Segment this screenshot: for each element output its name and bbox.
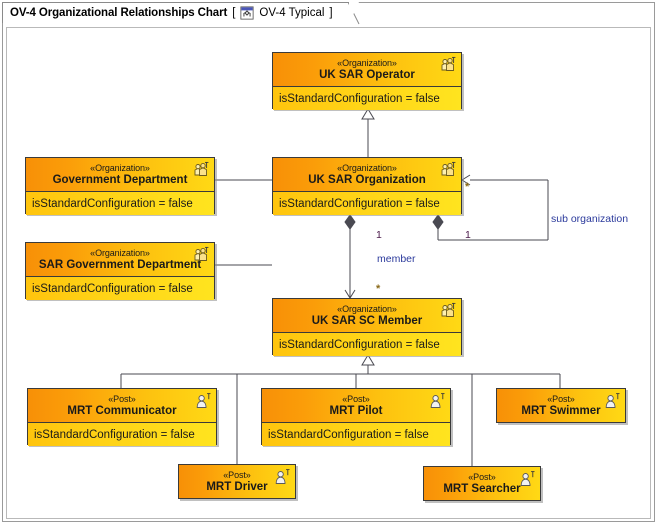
bracket-open: [ (232, 7, 236, 19)
class-header-mrt-pilot: «Post»MRT Pilot (262, 389, 450, 423)
tab-corner-clip (347, 2, 360, 25)
post-icon (518, 470, 536, 488)
class-box-uk-sar-organization[interactable]: «Organization»UK SAR Organization isStand… (272, 157, 462, 215)
class-box-mrt-communicator[interactable]: «Post»MRT Communicator isStandardConfigur… (27, 388, 217, 446)
class-header-mrt-driver: «Post»MRT Driver (179, 465, 295, 498)
class-name-label: MRT Pilot (329, 404, 383, 417)
class-box-mrt-swimmer[interactable]: «Post»MRT Swimmer (496, 388, 626, 423)
class-name-label: MRT Swimmer (521, 404, 601, 417)
class-attributes-sar-government-department: isStandardConfiguration = false (26, 277, 214, 300)
class-name-label: SAR Government Department (38, 258, 202, 271)
class-attributes-uk-sar-operator: isStandardConfiguration = false (273, 87, 461, 110)
class-box-mrt-pilot[interactable]: «Post»MRT Pilot isStandardConfiguration =… (261, 388, 451, 446)
class-name-label: UK SAR Organization (308, 173, 426, 186)
class-attributes-mrt-communicator: isStandardConfiguration = false (28, 423, 216, 446)
stereotype-label: «Organization» (337, 162, 397, 173)
attribute-label: isStandardConfiguration = false (279, 338, 440, 351)
class-attributes-uk-sar-sc-member: isStandardConfiguration = false (273, 333, 461, 356)
organization-icon (439, 56, 457, 74)
class-header-uk-sar-sc-member: «Organization»UK SAR SC Member (273, 299, 461, 333)
class-attributes-government-department: isStandardConfiguration = false (26, 192, 214, 215)
class-box-mrt-searcher[interactable]: «Post»MRT Searcher (423, 466, 541, 501)
class-header-mrt-swimmer: «Post»MRT Swimmer (497, 389, 625, 422)
class-name-label: UK SAR SC Member (311, 314, 423, 327)
stereotype-label: «Post» (547, 393, 575, 404)
stereotype-label: «Post» (108, 393, 136, 404)
post-icon (603, 392, 621, 410)
diagram-subtitle: OV-4 Typical (259, 7, 325, 19)
organization-icon (439, 161, 457, 179)
attribute-label: isStandardConfiguration = false (32, 282, 193, 295)
attribute-label: isStandardConfiguration = false (32, 197, 193, 210)
bracket-close: ] (329, 7, 333, 19)
post-icon (273, 468, 291, 486)
class-name-label: UK SAR Operator (319, 68, 415, 81)
class-header-uk-sar-organization: «Organization»UK SAR Organization (273, 158, 461, 192)
page-title: OV-4 Organizational Relationships Chart (10, 7, 228, 19)
diagram-icon (240, 6, 254, 20)
class-box-government-department[interactable]: «Organization»Government Department isSta… (25, 157, 215, 215)
class-header-government-department: «Organization»Government Department (26, 158, 214, 192)
organization-icon (439, 302, 457, 320)
stereotype-label: «Organization» (90, 247, 150, 258)
attribute-label: isStandardConfiguration = false (279, 197, 440, 210)
class-name-label: MRT Driver (206, 480, 268, 493)
diagram-title-tab[interactable]: OV-4 Organizational Relationships Chart … (2, 2, 360, 25)
class-name-label: Government Department (52, 173, 188, 186)
organization-icon (192, 246, 210, 264)
attribute-label: isStandardConfiguration = false (279, 92, 440, 105)
class-header-mrt-communicator: «Post»MRT Communicator (28, 389, 216, 423)
class-attributes-uk-sar-organization: isStandardConfiguration = false (273, 192, 461, 215)
class-name-label: MRT Communicator (67, 404, 177, 417)
post-icon (194, 392, 212, 410)
stereotype-label: «Organization» (337, 57, 397, 68)
class-name-label: MRT Searcher (443, 482, 521, 495)
class-header-mrt-searcher: «Post»MRT Searcher (424, 467, 540, 500)
class-attributes-mrt-pilot: isStandardConfiguration = false (262, 423, 450, 446)
attribute-label: isStandardConfiguration = false (34, 428, 195, 441)
stereotype-label: «Post» (468, 471, 496, 482)
multiplicity-sub-org-source-mult: 1 (465, 229, 471, 241)
class-box-uk-sar-operator[interactable]: «Organization»UK SAR Operator isStandardC… (272, 52, 462, 110)
organization-icon (192, 161, 210, 179)
multiplicity-member-source-mult: 1 (376, 229, 382, 241)
attribute-label: isStandardConfiguration = false (268, 428, 429, 441)
stereotype-label: «Post» (223, 469, 251, 480)
post-icon (428, 392, 446, 410)
class-header-uk-sar-operator: «Organization»UK SAR Operator (273, 53, 461, 87)
edge-label-sub-organization: sub organization (551, 213, 629, 225)
class-box-uk-sar-sc-member[interactable]: «Organization»UK SAR SC Member isStandard… (272, 298, 462, 356)
edge-label-member: member (377, 253, 416, 265)
stereotype-label: «Post» (342, 393, 370, 404)
class-box-mrt-driver[interactable]: «Post»MRT Driver (178, 464, 296, 499)
multiplicity-sub-org-target-mult: * (465, 181, 470, 193)
class-box-sar-government-department[interactable]: «Organization»SAR Government Department i… (25, 242, 215, 300)
stereotype-label: «Organization» (337, 303, 397, 314)
multiplicity-member-target-mult: * (376, 283, 381, 295)
class-header-sar-government-department: «Organization»SAR Government Department (26, 243, 214, 277)
stereotype-label: «Organization» (90, 162, 150, 173)
